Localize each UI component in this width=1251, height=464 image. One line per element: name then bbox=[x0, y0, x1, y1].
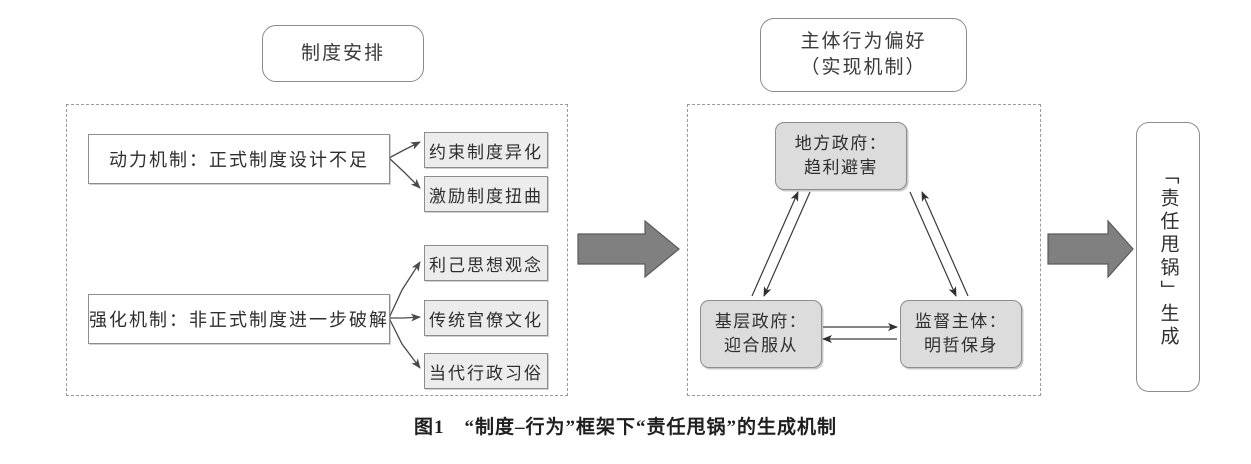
block-arrow-1 bbox=[577, 219, 680, 279]
connector-super-local bbox=[909, 191, 969, 297]
box-reinforcing-mechanism-label: 强化机制：非正式制度进一步破解 bbox=[89, 310, 389, 330]
node-grassroots-government: 基层政府： 迎合服从 bbox=[700, 300, 822, 368]
box-driving-mechanism: 动力机制：正式制度设计不足 bbox=[88, 134, 390, 184]
box-driving-mechanism-label: 动力机制：正式制度设计不足 bbox=[109, 150, 369, 170]
header-institutional-arrangement: 制度安排 bbox=[262, 25, 424, 82]
caption-number: 图1 bbox=[413, 417, 445, 438]
box-blame-shifting-result: 「责任甩锅」生成 bbox=[1136, 122, 1200, 392]
box-reinforcing-mechanism: 强化机制：非正式制度进一步破解 bbox=[88, 294, 390, 344]
box-contemporary-admin-custom: 当代行政习俗 bbox=[424, 353, 548, 389]
node-local-government-line1: 地方政府： bbox=[794, 134, 888, 154]
box-incentive-distortion: 激励制度扭曲 bbox=[424, 176, 548, 212]
box-blame-shifting-result-label: 「责任甩锅」生成 bbox=[1157, 165, 1179, 349]
panel-institutional-arrangement bbox=[66, 104, 568, 396]
box-incentive-distortion-label: 激励制度扭曲 bbox=[429, 186, 543, 206]
connector-qianghua-group bbox=[388, 261, 421, 369]
box-egoistic-ideology: 利己思想观念 bbox=[424, 245, 548, 281]
header-mid-line2: （实现机制） bbox=[800, 57, 927, 78]
node-local-government-line2: 趋利避害 bbox=[804, 158, 878, 177]
block-arrow-2 bbox=[1047, 219, 1134, 279]
caption-text: “制度–行为”框架下“责任甩锅”的生成机制 bbox=[464, 417, 838, 438]
box-constraint-alienation-label: 约束制度异化 bbox=[429, 142, 543, 162]
header-actor-behavior-preference: 主体行为偏好 （实现机制） bbox=[760, 18, 967, 92]
box-constraint-alienation: 约束制度异化 bbox=[424, 132, 548, 168]
header-mid-line1: 主体行为偏好 bbox=[800, 31, 927, 53]
box-contemporary-admin-custom-label: 当代行政习俗 bbox=[429, 363, 543, 383]
connector-grass-local bbox=[751, 191, 811, 297]
box-egoistic-ideology-label: 利己思想观念 bbox=[429, 255, 543, 275]
node-local-government: 地方政府： 趋利避害 bbox=[775, 122, 907, 190]
connector-grass-super bbox=[822, 323, 898, 343]
box-traditional-bureaucratic-culture-label: 传统官僚文化 bbox=[429, 310, 543, 330]
node-grassroots-government-line1: 基层政府： bbox=[714, 312, 808, 332]
node-grassroots-government-line2: 迎合服从 bbox=[724, 336, 798, 355]
node-supervisory-body-line2: 明哲保身 bbox=[924, 336, 998, 355]
node-supervisory-body: 监督主体： 明哲保身 bbox=[900, 300, 1022, 368]
header-left-label: 制度安排 bbox=[300, 42, 385, 64]
connector-dongli-group bbox=[388, 141, 421, 189]
panel-actor-behavior bbox=[687, 104, 1041, 396]
figure-caption: 图1 “制度–行为”框架下“责任甩锅”的生成机制 bbox=[0, 412, 1251, 439]
node-supervisory-body-line1: 监督主体： bbox=[914, 312, 1008, 332]
box-traditional-bureaucratic-culture: 传统官僚文化 bbox=[424, 300, 548, 336]
